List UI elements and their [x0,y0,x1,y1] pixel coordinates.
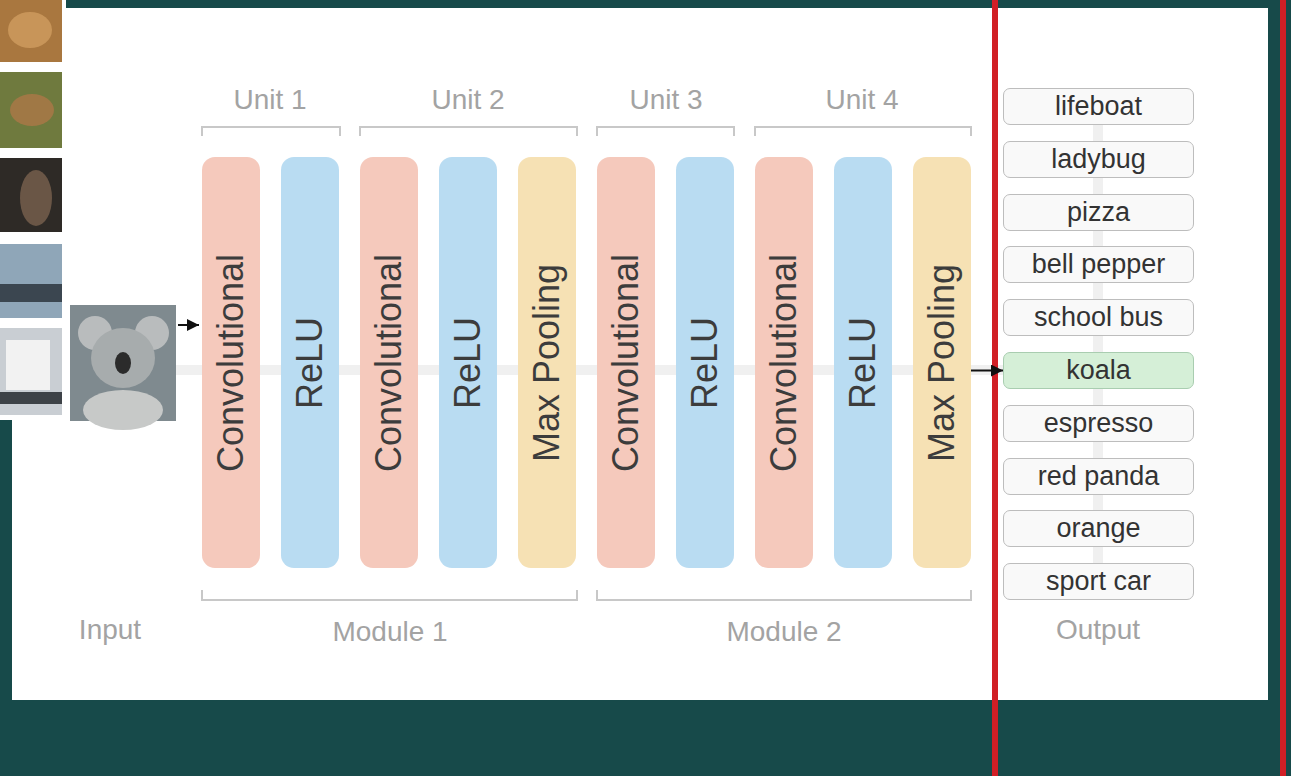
label-wrap: Unit 2 [431,86,504,114]
max-pooling-layer: Max Pooling [913,157,971,568]
relu-layer: ReLU [439,157,497,568]
class-box: school bus [1003,299,1194,336]
unit-bracket [597,127,734,136]
thumbnail-image [0,328,62,415]
class-label: pizza [1067,199,1130,226]
section-label: Input [79,614,141,645]
label-wrap: Unit 1 [233,86,306,114]
unit-label: Unit 1 [233,84,306,115]
thumbnail-detail [0,284,62,302]
koala-head [91,328,155,388]
thumbnail-image [0,72,62,148]
unit-label: Unit 4 [825,84,898,115]
unit-label: Unit 3 [629,84,702,115]
class-box: espresso [1003,405,1194,442]
class-label: espresso [1044,410,1154,437]
label-wrap: Unit 4 [825,86,898,114]
class-box: sport car [1003,563,1194,600]
section-label: Module 2 [726,616,841,647]
label-wrap: Module 1 [332,618,447,646]
unit-label: Unit 2 [431,84,504,115]
label-wrap: Output [1056,616,1140,644]
layer-label: Convolutional [371,253,407,471]
label-wrap: Module 2 [726,618,841,646]
red-divider [992,0,998,776]
flow-arrow [971,370,1003,372]
unit-bracket [755,127,971,136]
koala-body [83,390,163,430]
class-label: orange [1056,515,1140,542]
thumbnail-image [0,244,62,318]
label-wrap: Unit 3 [629,86,702,114]
thumbnail-panel [0,0,66,420]
class-box: lifeboat [1003,88,1194,125]
class-label: red panda [1038,463,1160,490]
convolutional-layer: Convolutional [597,157,655,568]
label-wrap: Input [79,616,141,644]
layer-label: ReLU [845,316,881,408]
relu-layer: ReLU [281,157,339,568]
class-box: red panda [1003,458,1194,495]
unit-bracket [202,127,340,136]
class-label: koala [1066,357,1131,384]
layer-label: Max Pooling [529,263,565,461]
convolutional-layer: Convolutional [360,157,418,568]
class-box: ladybug [1003,141,1194,178]
class-label: ladybug [1051,146,1146,173]
layer-label: Convolutional [213,253,249,471]
unit-bracket [360,127,577,136]
class-label: sport car [1046,568,1151,595]
section-label: Output [1056,614,1140,645]
relu-layer: ReLU [834,157,892,568]
module-bracket [202,590,577,600]
layer-label: ReLU [687,316,723,408]
koala-nose [115,352,131,374]
class-box: pizza [1003,194,1194,231]
layer-label: ReLU [292,316,328,408]
predicted-class-box: koala [1003,352,1194,389]
thumbnail-detail [8,12,52,48]
class-label: lifeboat [1055,93,1142,120]
layer-label: Convolutional [608,253,644,471]
red-divider [1280,0,1286,776]
thumbnail-detail [0,392,62,404]
max-pooling-layer: Max Pooling [518,157,576,568]
thumbnail-detail [20,170,52,226]
module-bracket [597,590,971,600]
thumbnail-detail [10,94,54,126]
layer-label: ReLU [450,316,486,408]
class-box: bell pepper [1003,246,1194,283]
convolutional-layer: Convolutional [755,157,813,568]
section-label: Module 1 [332,616,447,647]
relu-layer: ReLU [676,157,734,568]
thumbnail-image [0,158,62,232]
class-box: orange [1003,510,1194,547]
layer-label: Convolutional [766,253,802,471]
layer-label: Max Pooling [924,263,960,461]
input-arrow [178,324,199,326]
class-label: bell pepper [1032,251,1166,278]
class-label: school bus [1034,304,1163,331]
thumbnail-image [0,0,62,62]
convolutional-layer: Convolutional [202,157,260,568]
white-panel [12,8,1268,700]
thumbnail-detail [6,340,50,390]
